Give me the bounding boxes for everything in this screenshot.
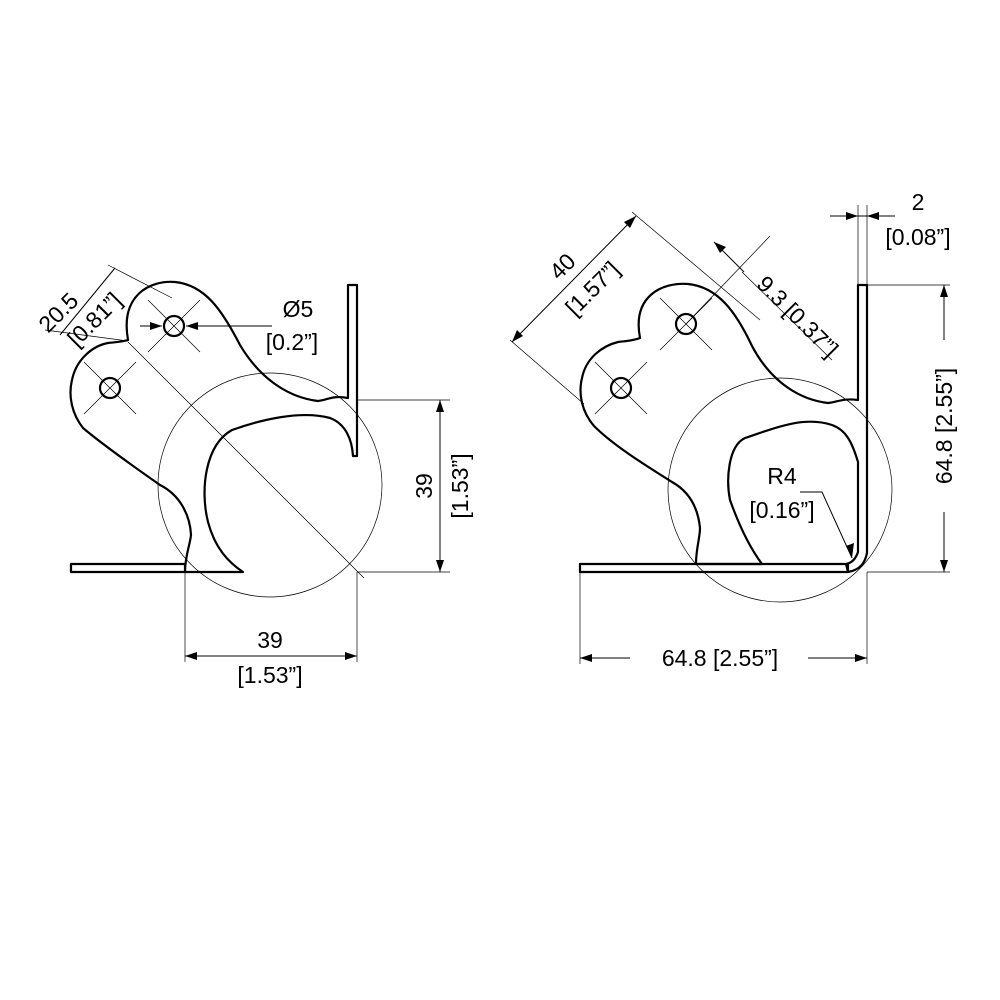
- left-height-arrow-top: [436, 400, 444, 412]
- right-hole-2-center-y: [594, 361, 648, 415]
- right-height-label: 64.8 [2.55”]: [931, 368, 957, 484]
- left-diameter-arrow-out: [150, 322, 162, 330]
- right-radius-inch: [0.16”]: [749, 497, 814, 523]
- left-hole-1-center-y: [147, 299, 201, 353]
- left-hole-offset-dimline: [59, 267, 116, 336]
- left-hole-offset-ext-1: [44, 329, 129, 342]
- right-diagonal-arrow-2: [624, 216, 636, 228]
- left-diameter-inch: [0.2”]: [266, 329, 318, 355]
- right-height-arrow-bottom: [940, 560, 948, 572]
- right-hole-offset-ext-2: [741, 271, 833, 361]
- right-radius-leader: [800, 491, 853, 559]
- left-diameter-value: Ø5: [283, 296, 314, 322]
- right-thickness-value: 2: [912, 189, 925, 215]
- left-hole-2: [98, 376, 122, 400]
- right-hole-offset-arrow: [714, 242, 726, 253]
- left-hole-1: [162, 314, 186, 338]
- right-diagonal-arrow-1: [512, 330, 523, 342]
- right-thickness-arrow-2: [867, 212, 879, 220]
- right-width-arrow-right: [855, 654, 867, 662]
- right-radius-arrow: [846, 543, 854, 558]
- right-radius-value: R4: [767, 463, 797, 489]
- right-thickness-arrow-1: [846, 212, 858, 220]
- right-hole-1: [674, 312, 698, 336]
- left-height-arrow-bottom: [436, 560, 444, 572]
- right-height-arrow-top: [940, 285, 948, 297]
- right-diagonal-dimline: [511, 215, 637, 343]
- right-ball-outline: [667, 377, 893, 603]
- right-bottom-flange: [578, 562, 850, 574]
- left-width-arrow-left: [185, 652, 197, 660]
- left-diameter-arrow-in: [186, 322, 198, 330]
- left-diagonal-centerline: [127, 341, 365, 579]
- left-height-inch: [1.53”]: [447, 453, 473, 518]
- right-plate-outline: [579, 282, 869, 574]
- right-hole-offset-ext-1: [685, 235, 771, 325]
- right-diagonal-ext-2: [631, 211, 761, 321]
- left-height-value: 39: [411, 473, 437, 499]
- right-width-label: 64.8 [2.55”]: [662, 645, 778, 671]
- left-width-inch: [1.53”]: [237, 662, 302, 688]
- right-diagonal-value: 40: [544, 248, 580, 284]
- left-width-arrow-right: [345, 652, 357, 660]
- left-hole-2-center-y: [83, 361, 137, 415]
- left-plate-outline: [69, 280, 359, 574]
- left-width-value: 39: [257, 627, 283, 653]
- right-width-arrow-left: [580, 654, 592, 662]
- left-hole-offset-ext-2: [107, 264, 173, 299]
- left-view: 20.5 [0.81”] Ø5 [0.2”] 39 [1.53”] 39 [1.…: [33, 264, 473, 688]
- right-hole-offset-label: 9.3 [0.37”]: [752, 271, 844, 363]
- right-view: 2 [0.08”] 40 [1.57”] 9.3 [0.37”] 64.8 [2…: [509, 189, 957, 671]
- right-thickness-inch: [0.08”]: [885, 224, 950, 250]
- right-diagonal-ext-1: [509, 339, 585, 405]
- right-hole-2: [609, 376, 633, 400]
- left-ball-outline: [157, 372, 383, 598]
- left-bottom-flange: [69, 562, 187, 574]
